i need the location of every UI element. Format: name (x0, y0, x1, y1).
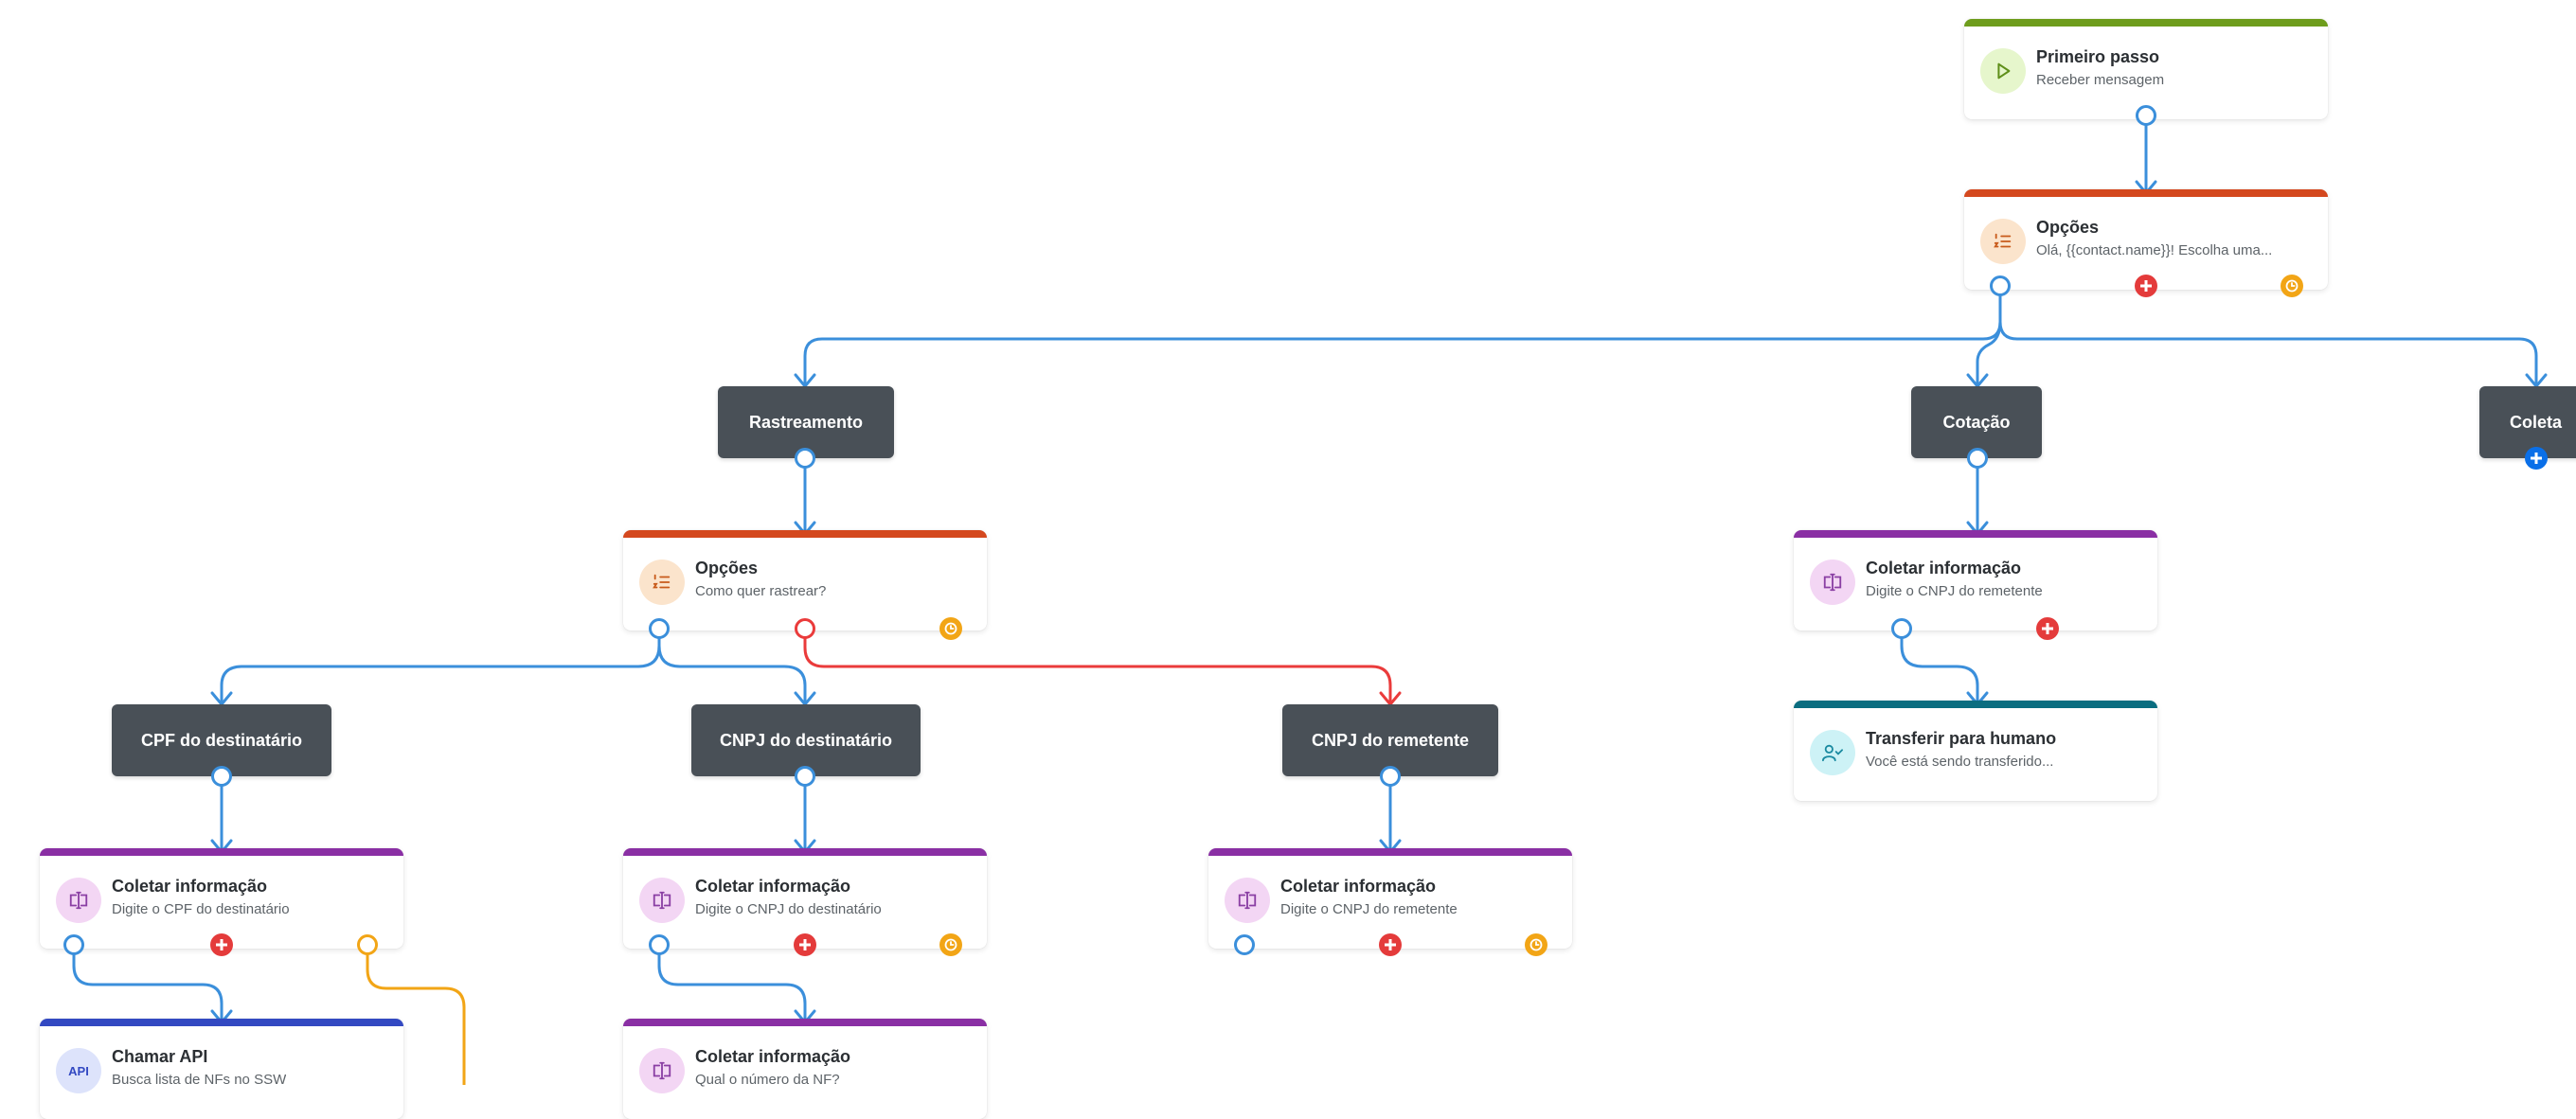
choice-coleta[interactable]: Coleta (2479, 386, 2576, 458)
node-subtitle: Você está sendo transferido... (1866, 754, 2054, 770)
node-subtitle: Digite o CNPJ do destinatário (695, 901, 882, 917)
node-title: Coletar informação (1866, 559, 2022, 577)
node-title: Opções (695, 559, 759, 577)
output-port[interactable] (1990, 275, 2011, 296)
node-color-bar (1794, 530, 2157, 538)
node-subtitle: Qual o número da NF? (695, 1072, 840, 1088)
input-icon (639, 1048, 685, 1093)
node-collect-nf[interactable]: Coletar informação Qual o número da NF? (623, 1019, 987, 1119)
node-subtitle: Receber mensagem (2036, 72, 2165, 88)
node-title: Coletar informação (695, 877, 851, 896)
output-port[interactable] (1967, 448, 1988, 469)
add-step-icon[interactable] (794, 933, 816, 956)
user-check-icon (1810, 730, 1855, 775)
choice-cnpj-remetente[interactable]: CNPJ do remetente (1282, 704, 1498, 776)
output-port-timeout[interactable] (357, 934, 378, 955)
timeout-icon[interactable] (939, 933, 962, 956)
wire-options-coleta (1998, 320, 2538, 384)
output-port[interactable] (649, 934, 670, 955)
node-title: Coletar informação (1280, 877, 1437, 896)
output-port[interactable] (63, 934, 84, 955)
output-port[interactable] (2136, 105, 2156, 126)
wire-options-cotacao (1976, 284, 2002, 384)
add-step-icon[interactable] (1379, 933, 1402, 956)
choice-cotacao[interactable]: Cotação (1911, 386, 2042, 458)
choice-rastreamento[interactable]: Rastreamento (718, 386, 894, 458)
node-color-bar (623, 1019, 987, 1026)
wire-collect-nf (657, 943, 807, 1021)
wire-track-cnpj-dest (657, 644, 807, 702)
node-title: Coletar informação (112, 877, 268, 896)
node-handoff[interactable]: Transferir para humano Você está sendo t… (1794, 701, 2157, 801)
wire-track-cnpj-rem (803, 627, 1392, 702)
timeout-icon[interactable] (2281, 275, 2303, 297)
node-collect-cnpj-rem[interactable]: Coletar informação Digite o CNPJ do reme… (1208, 848, 1572, 949)
list-icon (639, 560, 685, 605)
output-port[interactable] (1234, 934, 1255, 955)
add-step-icon[interactable] (2135, 275, 2157, 297)
api-icon: API (56, 1048, 101, 1093)
node-subtitle: Busca lista de NFs no SSW (112, 1072, 287, 1088)
node-title: Coletar informação (695, 1047, 851, 1066)
timeout-icon[interactable] (939, 617, 962, 640)
node-api-call[interactable]: API Chamar API Busca lista de NFs no SSW (40, 1019, 403, 1119)
api-icon-label: API (68, 1063, 89, 1078)
input-icon (639, 878, 685, 923)
output-port[interactable] (649, 618, 670, 639)
node-color-bar (40, 1019, 403, 1026)
node-subtitle: Olá, {{contact.name}}! Escolha uma... (2036, 242, 2273, 258)
node-collect-cnpj-dest[interactable]: Coletar informação Digite o CNPJ do dest… (623, 848, 987, 949)
node-start[interactable]: Primeiro passo Receber mensagem (1964, 19, 2328, 119)
node-title: Opções (2036, 218, 2100, 237)
wire-track-cpf (220, 627, 661, 702)
output-port[interactable] (1891, 618, 1912, 639)
node-subtitle: Digite o CPF do destinatário (112, 901, 290, 917)
node-color-bar (1794, 701, 2157, 708)
wire-cpf-timeout (366, 945, 466, 1085)
node-options-main[interactable]: Opções Olá, {{contact.name}}! Escolha um… (1964, 189, 2328, 290)
node-color-bar (623, 848, 987, 856)
choice-cpf-destinatario[interactable]: CPF do destinatário (112, 704, 331, 776)
node-title: Chamar API (112, 1047, 208, 1066)
output-port[interactable] (211, 766, 232, 787)
wire-options-rastreamento (803, 284, 2002, 384)
output-port[interactable] (1380, 766, 1401, 787)
node-options-track[interactable]: Opções Como quer rastrear? (623, 530, 987, 631)
node-color-bar (1964, 189, 2328, 197)
output-port-error[interactable] (795, 618, 815, 639)
add-step-icon[interactable] (2525, 447, 2548, 470)
node-color-bar (1964, 19, 2328, 27)
choice-cnpj-destinatario[interactable]: CNPJ do destinatário (691, 704, 921, 776)
list-icon (1980, 219, 2026, 264)
wire-collect-handoff (1900, 627, 1979, 702)
add-step-icon[interactable] (2036, 617, 2059, 640)
node-title: Transferir para humano (1866, 729, 2057, 748)
input-icon (1225, 878, 1270, 923)
node-collect-cotacao[interactable]: Coletar informação Digite o CNPJ do reme… (1794, 530, 2157, 631)
node-color-bar (40, 848, 403, 856)
play-icon (1980, 48, 2026, 94)
wire-collect-api (72, 943, 224, 1021)
node-subtitle: Digite o CNPJ do remetente (1866, 583, 2043, 599)
node-collect-cpf[interactable]: Coletar informação Digite o CPF do desti… (40, 848, 403, 949)
node-color-bar (1208, 848, 1572, 856)
node-title: Primeiro passo (2036, 47, 2160, 66)
output-port[interactable] (795, 766, 815, 787)
input-icon (56, 878, 101, 923)
connections-layer (72, 114, 2548, 1085)
input-icon (1810, 560, 1855, 605)
node-subtitle: Como quer rastrear? (695, 583, 827, 599)
timeout-icon[interactable] (1525, 933, 1547, 956)
node-color-bar (623, 530, 987, 538)
output-port[interactable] (795, 448, 815, 469)
node-subtitle: Digite o CNPJ do remetente (1280, 901, 1458, 917)
add-step-icon[interactable] (210, 933, 233, 956)
